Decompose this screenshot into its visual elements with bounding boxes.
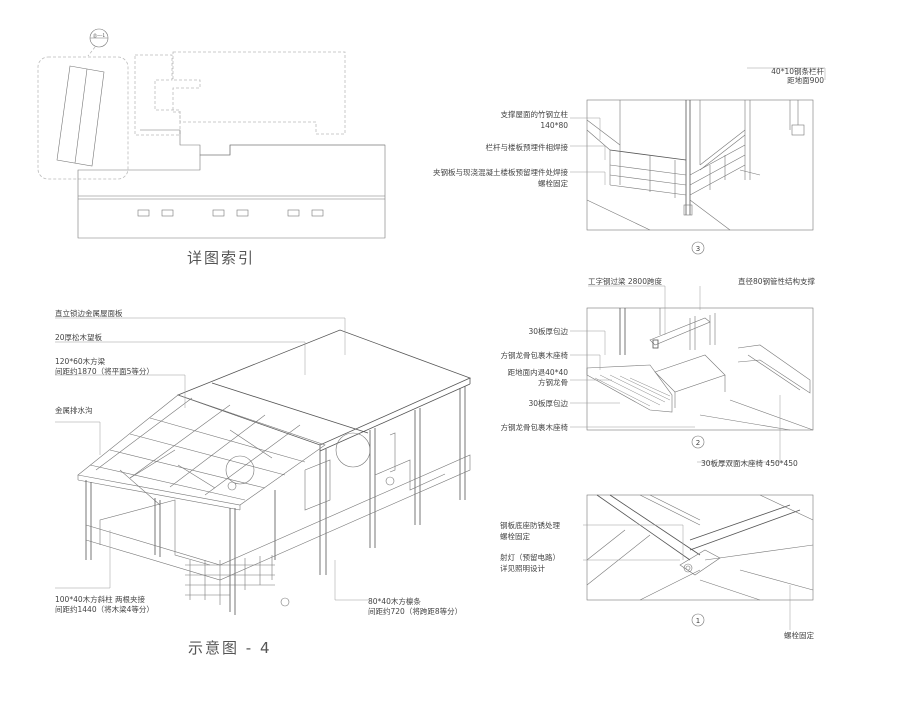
index-caption: 详图索引: [187, 249, 255, 267]
label-keel-a: 方钢龙骨包裹木座椅: [501, 350, 569, 360]
label-lighting-ref: 详见照明设计: [500, 563, 545, 573]
label-railing-height: 距地面900: [787, 75, 824, 85]
label-purlin-size: 80*40木方檩条: [368, 596, 421, 606]
label-edge-b: 30板厚包边: [528, 398, 568, 408]
detail-3-number: 3: [696, 245, 700, 253]
railing: [185, 555, 275, 605]
roof-plane: [176, 329, 472, 446]
detail-2: 工字钢过梁 2800跨度 直径80钢管性结构支撑 30板厚包边 方钢龙骨包裹木座…: [501, 276, 816, 468]
index-highlight-outline: [37, 56, 129, 180]
label-edge-a: 30板厚包边: [528, 326, 568, 336]
callout-2: [385, 476, 395, 486]
label-post-size: 140*80: [540, 121, 568, 130]
index-building-b: [134, 54, 181, 136]
label-steel-bolt: 螺栓固定: [538, 178, 568, 188]
detail-1-frame: [586, 494, 814, 601]
label-recess-keel: 方钢龙骨: [538, 377, 568, 387]
detail-1-marker: [691, 613, 705, 627]
label-pipe: 直径80钢管性结构支撑: [738, 276, 816, 286]
label-beam-size: 120*60木方梁: [55, 356, 106, 366]
label-column-spacing: 间距约1440（将木梁4等分）: [55, 604, 154, 614]
index-building-c: [77, 144, 386, 239]
label-column-size: 100*40木方斜柱 两根夹接: [55, 594, 145, 604]
label-recess: 距地面内退40*40: [508, 367, 569, 377]
floor-slab: [85, 454, 471, 581]
label-base-bolt: 螺栓固定: [500, 531, 530, 541]
spotlight: [683, 563, 693, 573]
label-post: 支撑屋面的竹钢立柱: [501, 109, 569, 119]
detail-3: 40*10钢条栏杆 距地面900 支撑屋面的竹钢立柱 140*80 栏杆与楼板预…: [433, 66, 826, 255]
main-axonometric: 直立锁边金属屋面板 20厚松木望板 120*60木方梁 间距约1870（将平面5…: [55, 308, 472, 657]
label-weld: 栏杆与楼板预埋件相焊接: [486, 142, 569, 152]
label-gutter: 金属排水沟: [55, 405, 93, 415]
detail-2-number: 2: [696, 439, 700, 447]
label-bench: 30板厚双面木座椅 450*450: [701, 458, 798, 468]
detail-3-marker: [691, 241, 705, 255]
label-bolt: 螺栓固定: [784, 630, 814, 640]
label-beam-spacing: 间距约1870（将平面5等分）: [55, 366, 154, 376]
label-steel-plate: 夹钢板与现浇混凝土楼板预留埋件处焊接: [433, 167, 568, 177]
callout-1: [227, 481, 237, 491]
label-spotlight: 射灯（预留电路）: [500, 552, 560, 562]
callout-3: [280, 597, 290, 607]
detail-2-marker: [691, 435, 705, 449]
index-marker-text: 总一-1: [93, 32, 105, 38]
index-building-a: [56, 65, 105, 167]
label-ibeam: 工字钢过梁 2800跨度: [588, 276, 662, 286]
detail-1: 钢板底座防锈处理 螺栓固定 射灯（预留电路） 详见照明设计 螺栓固定 1: [500, 494, 814, 640]
label-keel-b: 方钢龙骨包裹木座椅: [501, 422, 569, 432]
label-purlin-spacing: 间距约720（将跨距8等分）: [368, 606, 462, 616]
label-base-rust: 钢板底座防锈处理: [500, 520, 560, 530]
label-pine-board: 20厚松木望板: [55, 332, 103, 342]
label-railing-size: 40*10钢条栏杆: [771, 66, 824, 76]
detail-1-number: 1: [696, 617, 700, 625]
label-roof-panel: 直立锁边金属屋面板: [55, 308, 123, 318]
ibeam-section: [652, 339, 659, 349]
index-plan: 总一-1 详图索引: [37, 28, 386, 267]
main-caption: 示意图 - 4: [188, 639, 272, 657]
